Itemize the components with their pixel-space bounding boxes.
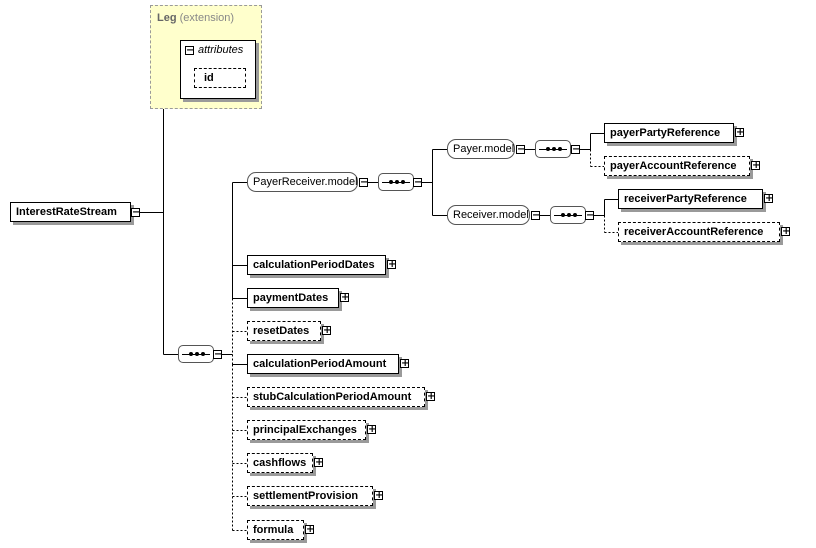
expand-payer-party-reference-icon[interactable]: + <box>735 127 745 138</box>
expand-payment-dates-icon[interactable]: + <box>340 292 350 303</box>
collapse-receiver-icon[interactable]: − <box>531 210 541 221</box>
expand-receiver-party-reference-icon[interactable]: + <box>764 193 774 204</box>
element-calculation-period-amount[interactable]: calculationPeriodAmount <box>247 354 399 374</box>
receiver-sequence <box>550 206 586 224</box>
collapse-payer-receiver-icon[interactable]: − <box>359 177 369 188</box>
element-formula[interactable]: formula <box>247 520 304 540</box>
expand-settlement-provision-icon[interactable]: + <box>374 490 384 501</box>
root-element[interactable]: InterestRateStream <box>10 202 131 222</box>
attributes-label: attributes <box>198 44 244 56</box>
group-payer-receiver[interactable]: PayerReceiver.model <box>247 172 358 192</box>
element-settlement-provision[interactable]: settlementProvision <box>247 486 373 506</box>
attribute-id[interactable]: id <box>194 68 246 88</box>
group-payer[interactable]: Payer.model <box>447 139 515 159</box>
expand-payer-account-reference-icon[interactable]: + <box>751 160 761 171</box>
leg-extension-panel: Leg (extension) − attributes id <box>150 5 262 109</box>
element-calculation-period-dates[interactable]: calculationPeriodDates <box>247 255 386 275</box>
expand-calculation-period-amount-icon[interactable]: + <box>400 358 410 369</box>
element-payer-account-reference[interactable]: payerAccountReference <box>604 156 750 176</box>
expand-cashflows-icon[interactable]: + <box>314 457 324 468</box>
expand-principal-exchanges-icon[interactable]: + <box>367 424 377 435</box>
element-receiver-party-reference[interactable]: receiverPartyReference <box>618 189 763 209</box>
element-stub-calculation-period-amount[interactable]: stubCalculationPeriodAmount <box>247 387 425 407</box>
sequence-compositor <box>178 345 214 363</box>
payer-sequence <box>535 140 571 158</box>
expand-formula-icon[interactable]: + <box>305 524 315 535</box>
element-receiver-account-reference[interactable]: receiverAccountReference <box>618 222 780 242</box>
expand-reset-dates-icon[interactable]: + <box>322 325 332 336</box>
expand-calculation-period-dates-icon[interactable]: + <box>387 259 397 270</box>
payer-receiver-sequence <box>378 173 414 191</box>
collapse-attributes-icon[interactable]: − <box>185 45 195 56</box>
leg-title: Leg (extension) <box>157 12 235 24</box>
collapse-payer-icon[interactable]: − <box>516 144 526 155</box>
attributes-group: − attributes id <box>180 40 256 99</box>
element-principal-exchanges[interactable]: principalExchanges <box>247 420 366 440</box>
element-reset-dates[interactable]: resetDates <box>247 321 321 341</box>
group-receiver[interactable]: Receiver.model <box>447 205 530 225</box>
element-cashflows[interactable]: cashflows <box>247 453 313 473</box>
expand-receiver-account-reference-icon[interactable]: + <box>781 226 791 237</box>
collapse-payer-sequence-icon[interactable]: − <box>571 144 581 155</box>
collapse-sequence-icon[interactable]: − <box>213 349 223 360</box>
collapse-receiver-sequence-icon[interactable]: − <box>585 210 595 221</box>
element-payer-party-reference[interactable]: payerPartyReference <box>604 123 734 143</box>
collapse-root-icon[interactable]: − <box>131 207 141 218</box>
expand-stub-calculation-period-amount-icon[interactable]: + <box>426 391 436 402</box>
collapse-payer-receiver-sequence-icon[interactable]: − <box>413 177 423 188</box>
element-payment-dates[interactable]: paymentDates <box>247 288 339 308</box>
